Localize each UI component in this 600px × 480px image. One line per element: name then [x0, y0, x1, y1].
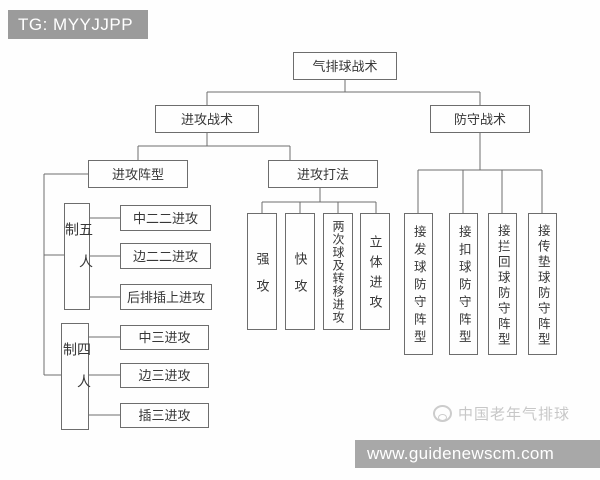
footer-url: www.guidenewscm.com	[367, 444, 555, 463]
node-second-ball-transfer-attack: 两次球及转移进攻	[323, 213, 353, 330]
footer-url-bar: www.guidenewscm.com	[355, 440, 600, 468]
node-side-22-attack: 边二二进攻	[120, 243, 211, 269]
node-pass-dig-defense-label: 接传垫球防守阵型	[535, 223, 550, 348]
node-backrow-insert-attack: 后排插上进攻	[120, 284, 212, 310]
node-mid-3-attack: 中三进攻	[120, 325, 209, 350]
node-second-ball-transfer-attack-label: 两次球及转移进攻	[331, 220, 345, 324]
watermark-badge: TG: MYYJJPP	[8, 10, 148, 39]
site-logo-text: 中国老年气排球	[458, 407, 571, 423]
node-defense: 防守战术	[430, 105, 530, 133]
node-strong-attack-label: 强攻	[254, 251, 270, 306]
node-four-player-label: 四人制	[61, 342, 90, 406]
site-logo: 中国老年气排球	[433, 403, 570, 424]
node-root: 气排球战术	[293, 52, 397, 80]
node-five-player-label: 五人制	[63, 222, 92, 286]
node-mid-22-attack: 中二二进攻	[120, 205, 211, 231]
node-block-return-defense: 接拦回球防守阵型	[488, 213, 517, 355]
node-pass-dig-defense: 接传垫球防守阵型	[528, 213, 557, 355]
node-five-player: 五人制	[63, 203, 92, 310]
node-strong-attack: 强攻	[247, 213, 277, 330]
node-side-3-attack: 边三进攻	[120, 363, 209, 388]
node-quick-attack: 快攻	[285, 213, 315, 330]
node-stereo-attack: 立体进攻	[360, 213, 390, 330]
node-spike-receive-defense: 接扣球防守阵型	[449, 213, 478, 355]
ball-logo-icon	[433, 405, 452, 422]
node-offense-play: 进攻打法	[268, 160, 378, 188]
node-serve-receive-defense: 接发球防守阵型	[404, 213, 433, 355]
node-insert-3-attack: 插三进攻	[120, 403, 209, 428]
node-serve-receive-defense-label: 接发球防守阵型	[411, 225, 426, 348]
node-quick-attack-label: 快攻	[292, 251, 308, 306]
node-four-player: 四人制	[61, 323, 90, 430]
node-block-return-defense-label: 接拦回球防守阵型	[495, 223, 510, 348]
node-offense-formation: 进攻阵型	[88, 160, 188, 188]
node-stereo-attack-label: 立体进攻	[367, 235, 383, 315]
node-spike-receive-defense-label: 接扣球防守阵型	[456, 225, 471, 348]
node-offense: 进攻战术	[155, 105, 259, 133]
